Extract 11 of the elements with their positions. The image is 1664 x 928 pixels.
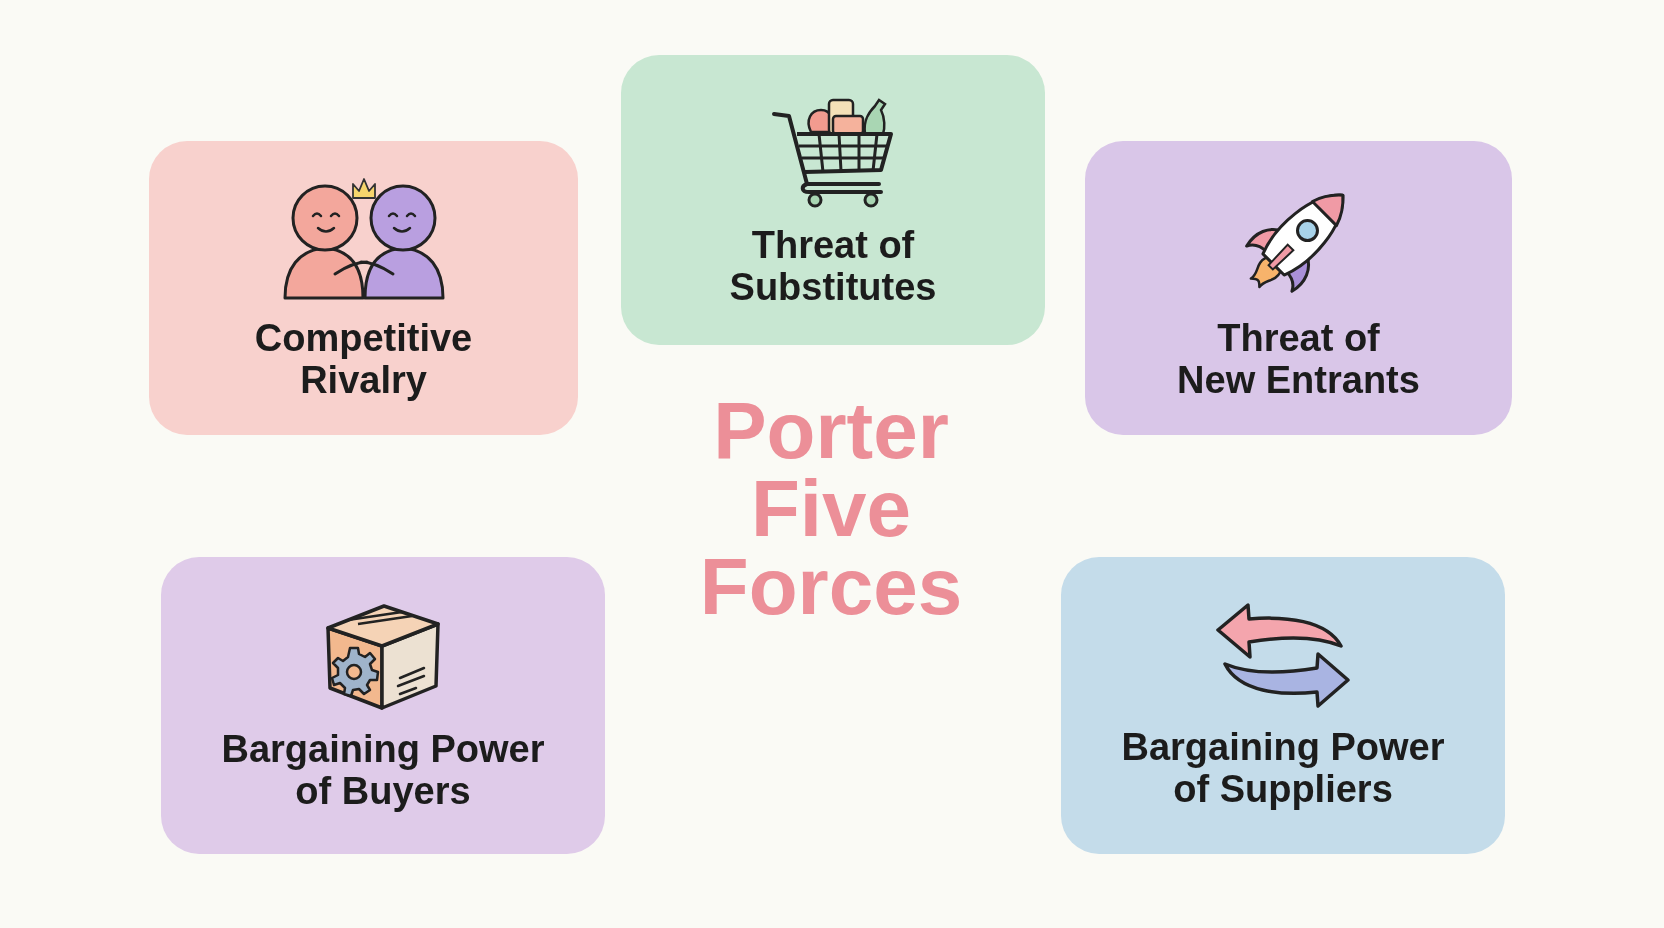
force-card bbox=[161, 557, 605, 854]
force-card bbox=[621, 55, 1045, 345]
force-card bbox=[149, 141, 578, 435]
force-card bbox=[1085, 141, 1512, 435]
diagram-title: Porter Five Forces bbox=[698, 392, 964, 626]
force-title: Competitive Rivalry bbox=[253, 316, 474, 401]
force-title: Bargaining Power of Suppliers bbox=[1120, 725, 1446, 810]
force-title: Bargaining Power of Buyers bbox=[220, 727, 546, 812]
force-title: Threat of Substitutes bbox=[728, 224, 938, 308]
force-card bbox=[1061, 557, 1505, 854]
force-title: Threat of New Entrants bbox=[1176, 317, 1421, 401]
